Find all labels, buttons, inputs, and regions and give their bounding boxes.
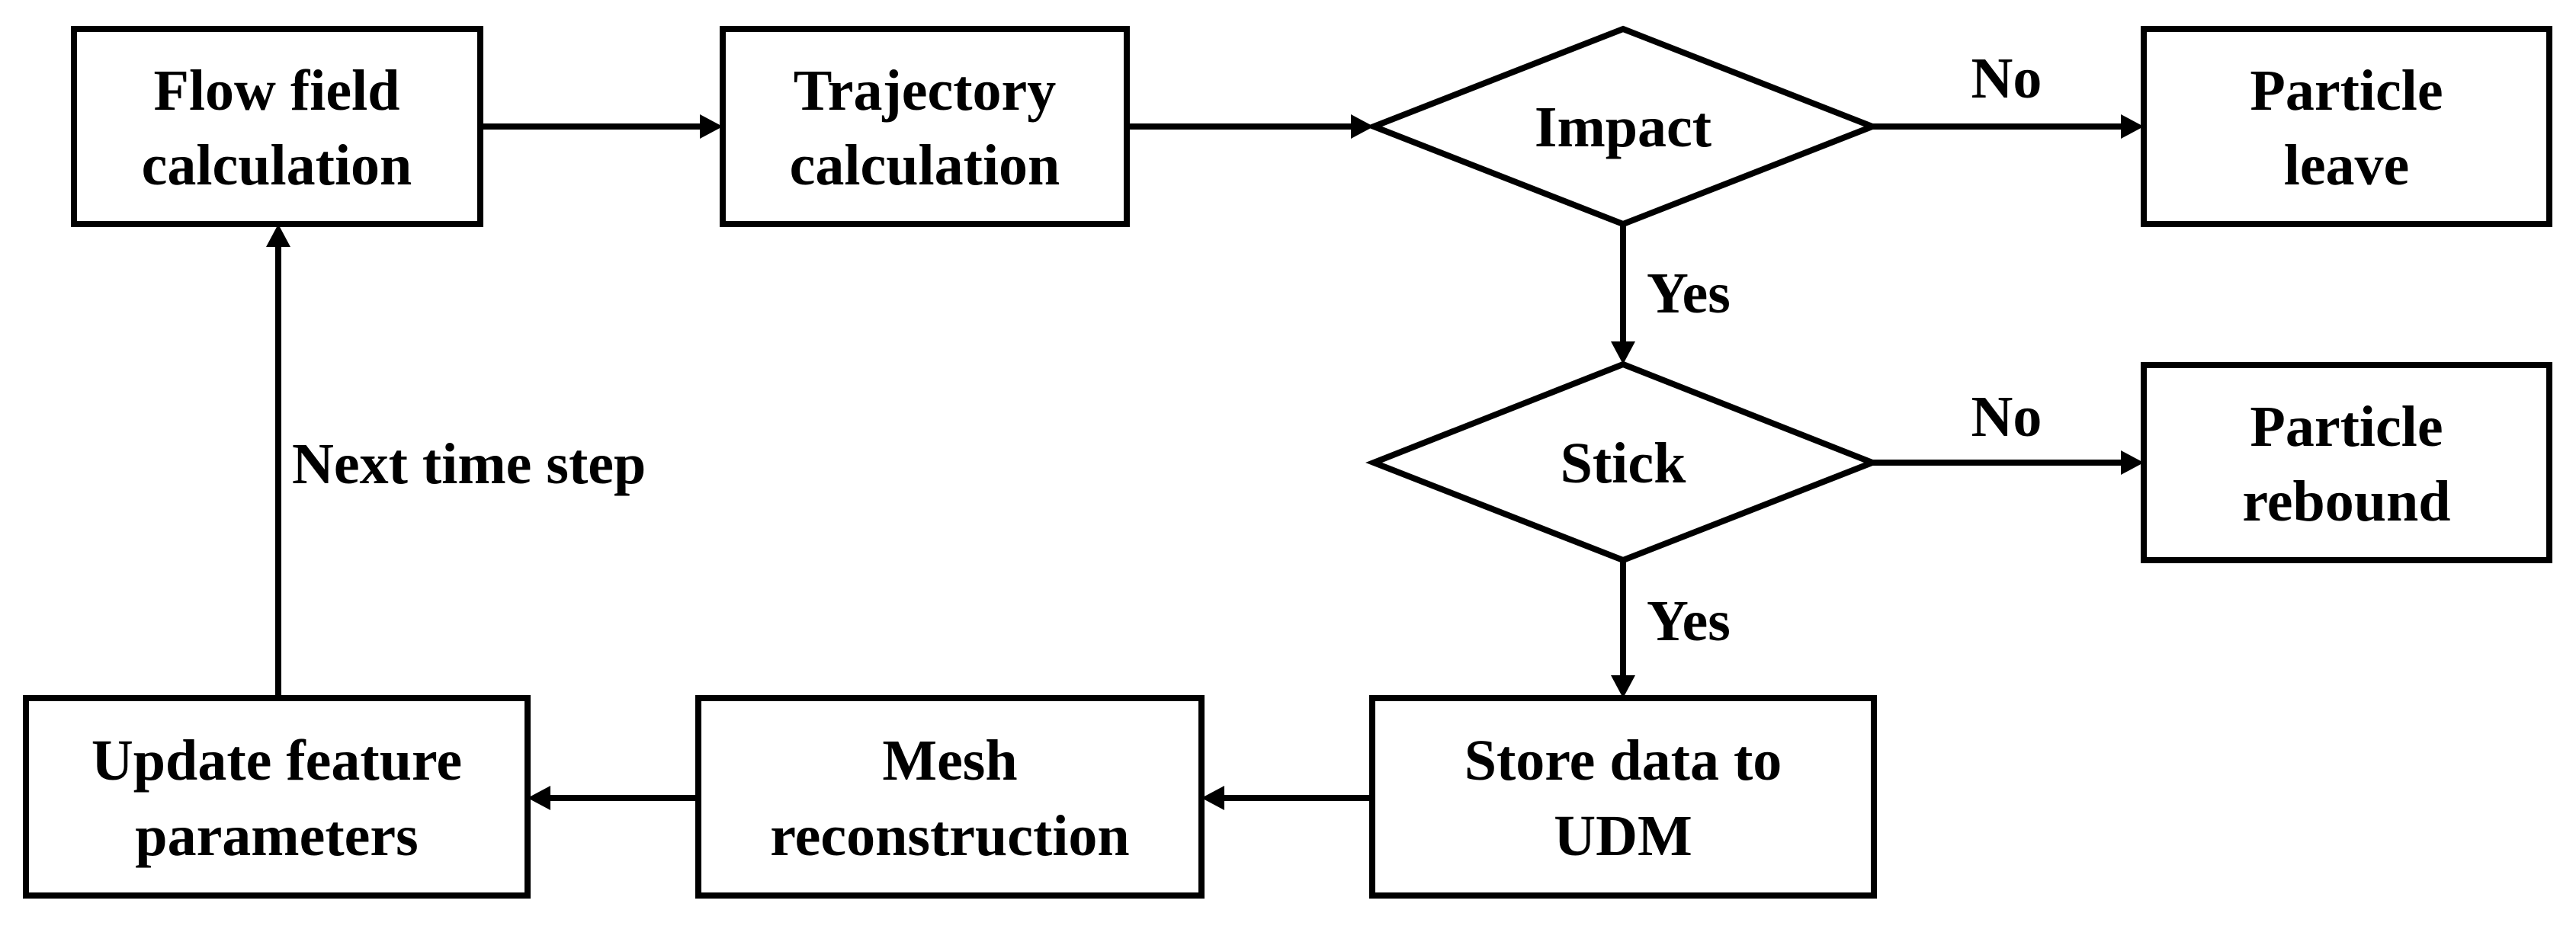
arrowhead-icon xyxy=(528,786,550,810)
edges xyxy=(266,114,2144,810)
node-label: Impact xyxy=(1535,95,1711,159)
edge-label-stick-no: No xyxy=(1971,385,2042,449)
terminal-box xyxy=(2141,362,2552,563)
node-label-line1: Particle xyxy=(2250,395,2443,459)
arrowhead-icon xyxy=(1351,114,1374,139)
node-particle-rebound: Particle rebound xyxy=(2141,362,2552,563)
edge-label-impact-no: No xyxy=(1971,46,2042,111)
arrowhead-icon xyxy=(1611,341,1635,364)
arrowhead-icon xyxy=(1611,675,1635,698)
arrowhead-icon xyxy=(266,224,290,247)
node-label-line1: Store data to xyxy=(1464,729,1782,793)
node-label-line1: Particle xyxy=(2250,59,2443,123)
node-label-line2: parameters xyxy=(135,804,418,868)
node-mesh-reconstruction: Mesh reconstruction xyxy=(695,695,1205,899)
arrowhead-icon xyxy=(700,114,723,139)
arrowhead-icon xyxy=(2121,450,2144,475)
node-label-line2: leave xyxy=(2284,133,2410,197)
process-box xyxy=(720,26,1130,227)
edge-label-next-time-step: Next time step xyxy=(292,432,646,496)
node-particle-leave: Particle leave xyxy=(2141,26,2552,227)
node-flow-field-calculation: Flow field calculation xyxy=(71,26,483,227)
node-label-line1: Update feature xyxy=(91,729,462,793)
node-store-data: Store data to UDM xyxy=(1369,695,1877,899)
node-update-feature-parameters: Update feature parameters xyxy=(23,695,531,899)
node-label-line2: reconstruction xyxy=(770,804,1129,868)
process-box xyxy=(23,695,531,899)
node-trajectory-calculation: Trajectory calculation xyxy=(720,26,1130,227)
arrowhead-icon xyxy=(2121,114,2144,139)
decision-diamond xyxy=(1365,360,1881,564)
node-label-line2: calculation xyxy=(790,133,1060,197)
node-label-line1: Flow field xyxy=(154,59,400,123)
node-label: Stick xyxy=(1561,431,1686,495)
node-label-line1: Trajectory xyxy=(794,59,1057,123)
process-box xyxy=(1369,695,1877,899)
decision-diamond xyxy=(1365,25,1881,228)
node-stick-decision: Stick xyxy=(1365,360,1881,564)
node-impact-decision: Impact xyxy=(1365,25,1881,228)
node-label-line2: rebound xyxy=(2242,469,2450,533)
edge-label-stick-yes: Yes xyxy=(1647,589,1731,653)
node-label-line2: UDM xyxy=(1554,804,1692,868)
arrowhead-icon xyxy=(1201,786,1224,810)
node-label-line1: Mesh xyxy=(882,729,1017,793)
process-box xyxy=(71,26,483,227)
node-label-line2: calculation xyxy=(142,133,412,197)
process-box xyxy=(695,695,1205,899)
terminal-box xyxy=(2141,26,2552,227)
edge-label-impact-yes: Yes xyxy=(1647,261,1731,325)
